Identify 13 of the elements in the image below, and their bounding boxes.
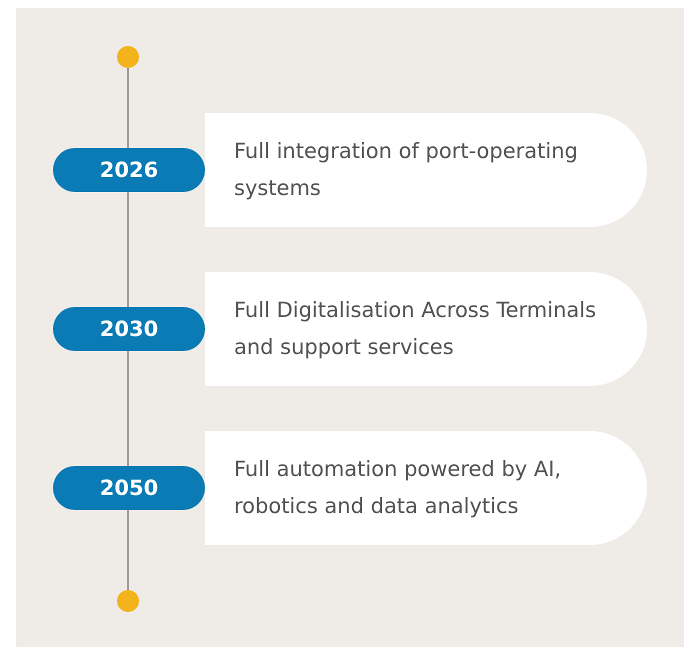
milestone-card [205, 431, 647, 545]
milestone-card [205, 113, 647, 227]
timeline-line [127, 351, 129, 466]
year-badge: 2026 [53, 148, 205, 192]
timeline-line [127, 510, 129, 590]
timeline-line [127, 68, 129, 148]
milestone-card [205, 272, 647, 386]
timeline-line [127, 192, 129, 307]
year-badge: 2030 [53, 307, 205, 351]
milestone-text: Full integration of port-operating systems [234, 138, 579, 202]
year-badge: 2050 [53, 466, 205, 510]
milestone-text: Full Digitalisation Across Terminals and support services [234, 297, 598, 361]
milestone-text: Full automation powered by AI, robotics and data analytics [234, 456, 562, 520]
